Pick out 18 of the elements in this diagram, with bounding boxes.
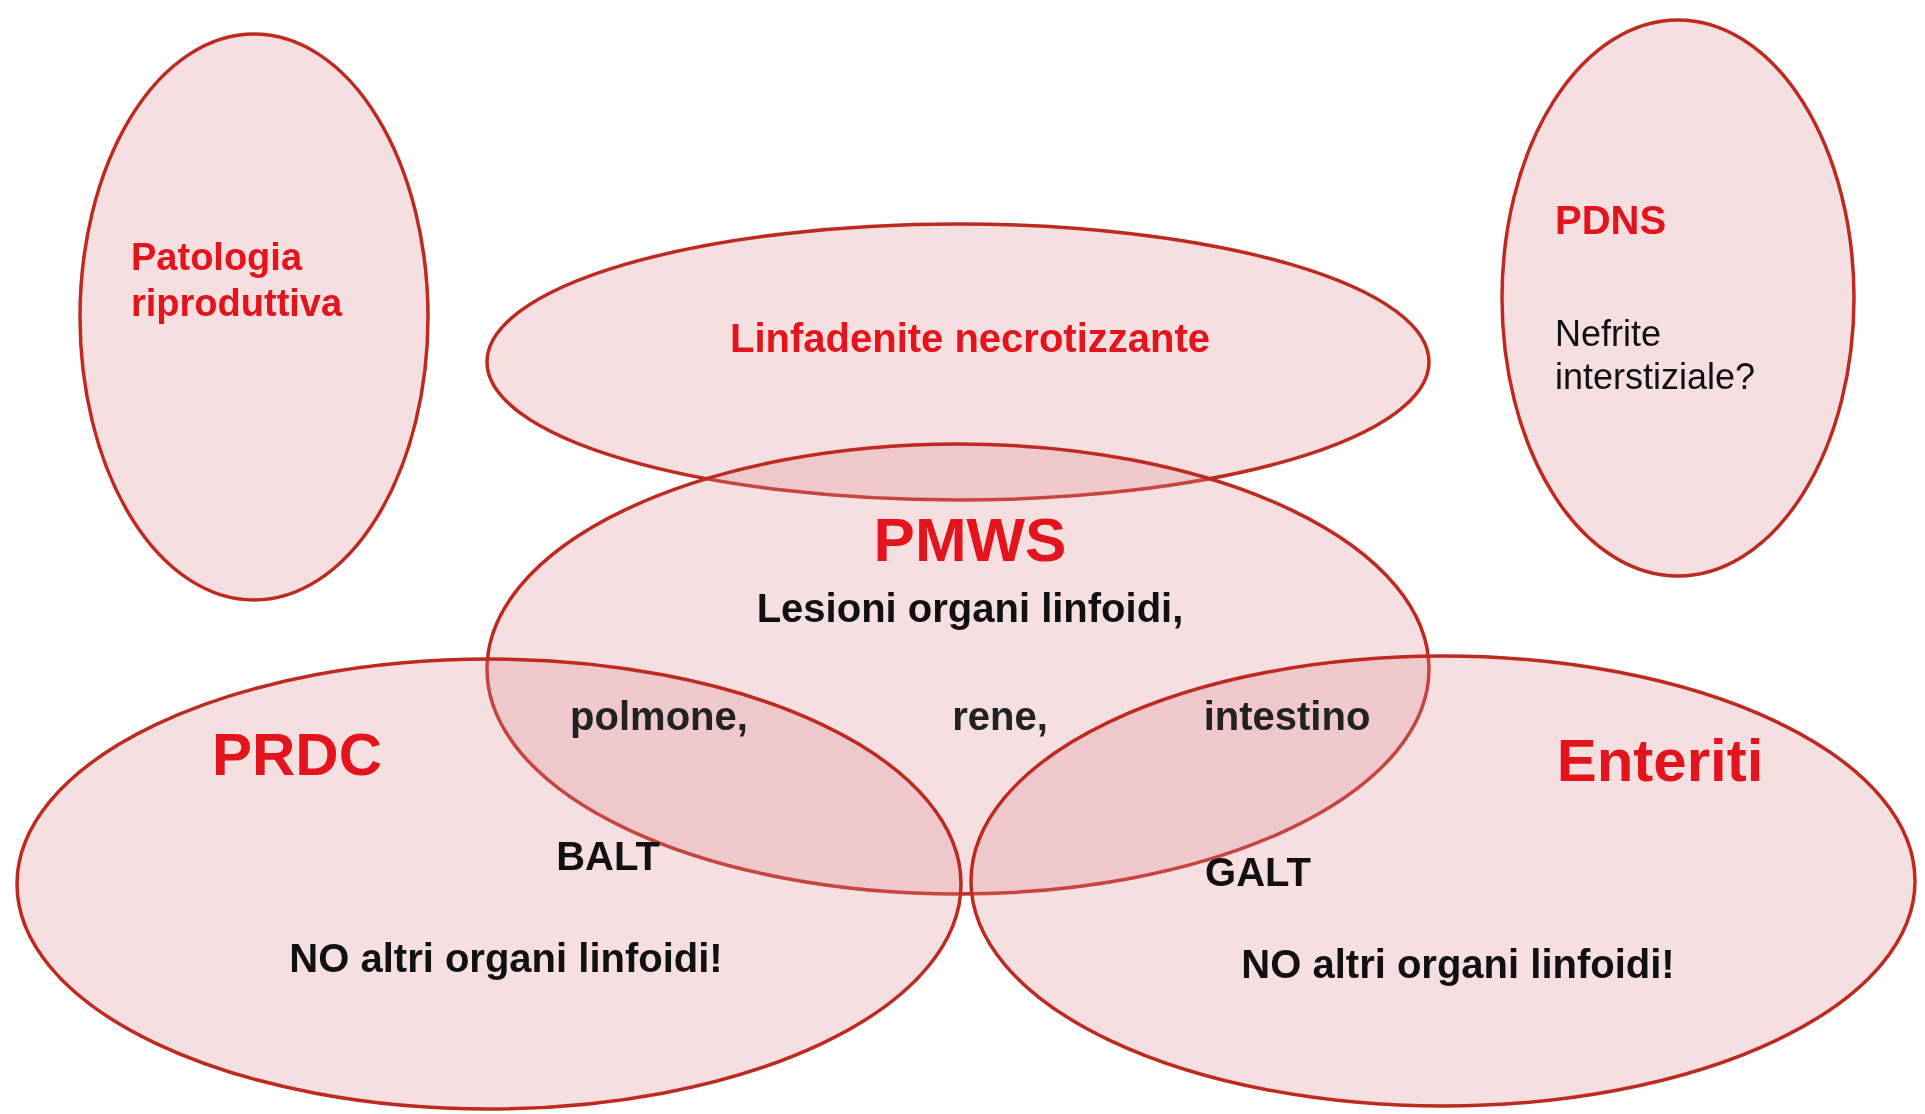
category-note: Nefrite interstiziale? <box>1555 312 1757 399</box>
category-title: PMWS <box>873 503 1067 576</box>
category-ellipse <box>78 32 430 602</box>
category-note: NO altri organi linfoidi! <box>289 935 723 982</box>
category-note: Lesioni organi linfoidi, <box>756 585 1184 632</box>
organ-label: polmone, <box>570 693 748 740</box>
category-title: Patologia riproduttiva <box>131 235 344 326</box>
tissue-label: GALT <box>1205 849 1311 896</box>
organ-label: intestino <box>1203 693 1371 740</box>
category-note: NO altri organi linfoidi! <box>1241 941 1675 988</box>
tissue-label: BALT <box>556 833 660 880</box>
category-title: PDNS <box>1555 197 1667 244</box>
organ-label: rene, <box>952 693 1048 740</box>
category-ellipse <box>1500 18 1856 578</box>
category-ellipse <box>485 442 1431 896</box>
category-title: Linfadenite necrotizzante <box>729 315 1211 362</box>
category-title: Enteriti <box>1556 726 1764 796</box>
category-title: PRDC <box>212 720 382 790</box>
